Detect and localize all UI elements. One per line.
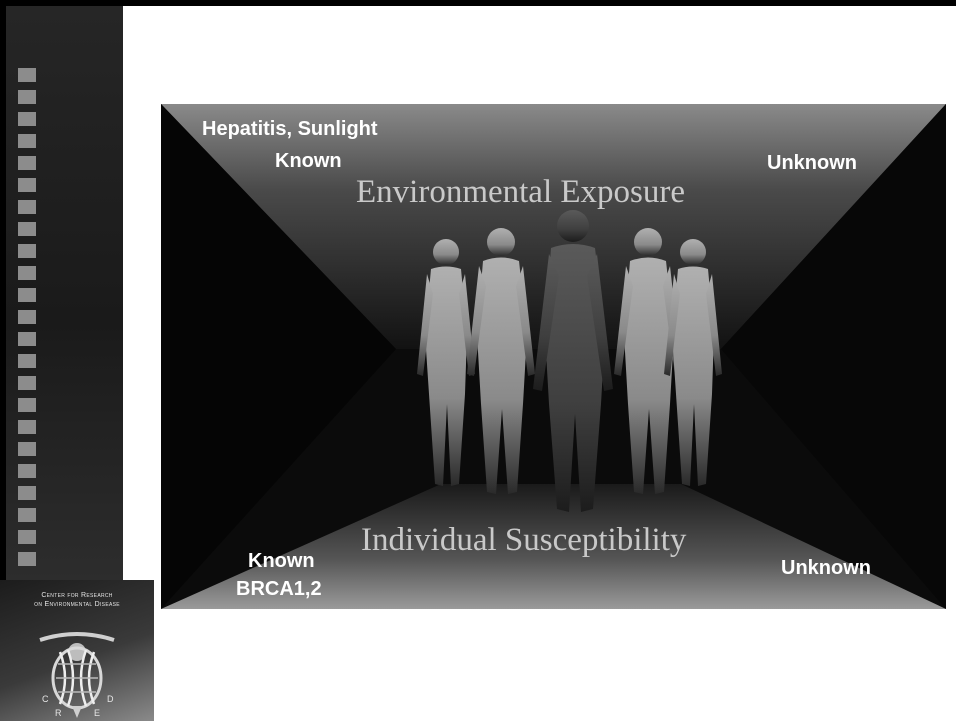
bottom-known-label: Known bbox=[248, 550, 315, 572]
film-strip-square bbox=[18, 222, 36, 236]
logo-letter-c: C bbox=[42, 694, 49, 704]
film-strip-square bbox=[18, 156, 36, 170]
logo-letter-r: R bbox=[55, 708, 62, 718]
film-strip-square bbox=[18, 420, 36, 434]
film-strip-square bbox=[18, 508, 36, 522]
film-strip-square bbox=[18, 178, 36, 192]
slide-top-border bbox=[0, 0, 956, 6]
human-figure-left-1 bbox=[417, 239, 475, 486]
logo-line-1: Center for Research bbox=[41, 592, 113, 599]
individual-susceptibility-title: Individual Susceptibility bbox=[361, 522, 687, 558]
slide-background-graphic bbox=[161, 104, 946, 609]
cred-logo: Center for Research on Environmental Dis… bbox=[0, 580, 154, 721]
film-strip-square bbox=[18, 266, 36, 280]
human-figure-center bbox=[533, 210, 613, 512]
logo-line-2: on Environmental Disease bbox=[34, 601, 120, 608]
dna-emblem-icon: C R E D bbox=[39, 632, 115, 718]
film-strip-square bbox=[18, 442, 36, 456]
human-figure-left-2 bbox=[467, 228, 535, 494]
top-unknown-label: Unknown bbox=[767, 152, 857, 174]
bottom-example-label: BRCA1,2 bbox=[236, 578, 322, 600]
film-strip-square bbox=[18, 112, 36, 126]
film-strip-square bbox=[18, 288, 36, 302]
human-figure-right-1 bbox=[664, 239, 722, 486]
film-strip-square bbox=[18, 354, 36, 368]
top-left-example-label: Hepatitis, Sunlight bbox=[202, 118, 378, 140]
top-known-label: Known bbox=[275, 150, 342, 172]
environmental-exposure-title: Environmental Exposure bbox=[356, 174, 686, 210]
film-strip-square bbox=[18, 464, 36, 478]
film-strip-square bbox=[18, 90, 36, 104]
human-figure-right-2 bbox=[614, 228, 682, 494]
film-strip-square bbox=[18, 310, 36, 324]
main-slide: Hepatitis, Sunlight Known Unknown Enviro… bbox=[161, 104, 946, 609]
film-strip-square bbox=[18, 376, 36, 390]
film-strip-decoration bbox=[18, 68, 38, 578]
bottom-unknown-label: Unknown bbox=[781, 557, 871, 579]
film-strip-square bbox=[18, 332, 36, 346]
film-strip-square bbox=[18, 530, 36, 544]
film-strip-square bbox=[18, 398, 36, 412]
film-strip-square bbox=[18, 68, 36, 82]
slide-left-border bbox=[0, 0, 6, 721]
film-strip-square bbox=[18, 486, 36, 500]
logo-letter-d: D bbox=[107, 694, 114, 704]
sidebar-decoration bbox=[6, 6, 123, 580]
film-strip-square bbox=[18, 200, 36, 214]
film-strip-square bbox=[18, 552, 36, 566]
film-strip-square bbox=[18, 134, 36, 148]
film-strip-square bbox=[18, 244, 36, 258]
logo-letter-e: E bbox=[94, 708, 100, 718]
